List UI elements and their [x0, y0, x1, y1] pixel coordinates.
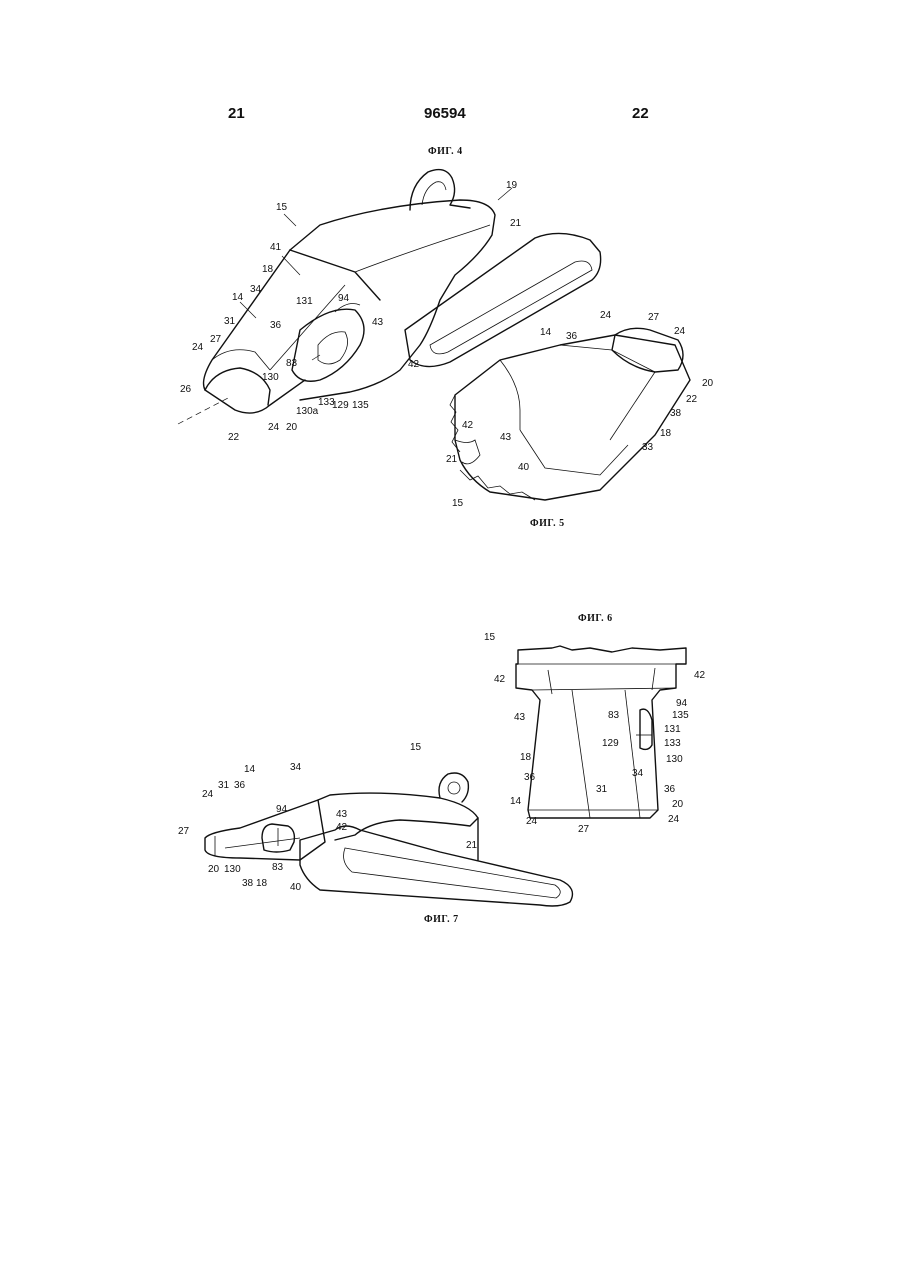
- fig6-label: 18: [520, 752, 532, 763]
- fig7-label: 34: [290, 762, 302, 773]
- fig4-label: 41: [270, 242, 282, 253]
- fig7-label: 42: [336, 822, 348, 833]
- fig7-label: 130: [224, 864, 241, 875]
- fig4-label: 15: [276, 202, 288, 213]
- fig7-label: 83: [272, 862, 284, 873]
- fig7-label: 18: [256, 878, 268, 889]
- fig6-label: 27: [578, 824, 590, 835]
- fig6-label: 83: [608, 710, 620, 721]
- fig5-label: 33: [642, 442, 654, 453]
- fig6-label: 36: [664, 784, 676, 795]
- fig6-label: 20: [672, 799, 684, 810]
- fig4-label: 129: [332, 400, 349, 411]
- fig5-label: 14: [540, 327, 552, 338]
- fig7-label: 31: [218, 780, 230, 791]
- fig7-label: 27: [178, 826, 190, 837]
- fig4-label: 42: [408, 359, 420, 370]
- fig4-label: 135: [352, 400, 369, 411]
- fig5-label: 38: [670, 408, 682, 419]
- fig6-label: 130: [666, 754, 683, 765]
- fig6-label: 24: [526, 816, 538, 827]
- fig4-label: 22: [228, 432, 240, 443]
- fig4-label: 24: [268, 422, 280, 433]
- fig7-label: 15: [410, 742, 422, 753]
- fig7-label: 36: [234, 780, 246, 791]
- fig5-label: 43: [500, 432, 512, 443]
- fig7-label: 21: [466, 840, 478, 851]
- fig7-label: 24: [202, 789, 214, 800]
- fig6-label: 34: [632, 768, 644, 779]
- fig4-label: 34: [250, 284, 262, 295]
- fig6-label: 43: [514, 712, 526, 723]
- fig4-label: 18: [262, 264, 274, 275]
- fig4-label: 131: [296, 296, 313, 307]
- fig7-label: 94: [276, 804, 288, 815]
- fig4-label: 94: [338, 293, 350, 304]
- fig6-label: 135: [672, 710, 689, 721]
- fig4-label: 24: [192, 342, 204, 353]
- fig7-label: 43: [336, 809, 348, 820]
- fig7-label: 14: [244, 764, 256, 775]
- fig6-label: 14: [510, 796, 522, 807]
- fig5-label: 36: [566, 331, 578, 342]
- figure-5-labels: 14 36 24 27 24 20 22 38 18 33 42 43 40 2…: [446, 310, 714, 509]
- fig4-label: 14: [232, 292, 244, 303]
- fig4-label: 36: [270, 320, 282, 331]
- fig6-label: 129: [602, 738, 619, 749]
- fig7-label: 38: [242, 878, 254, 889]
- fig4-label: 130: [262, 372, 279, 383]
- fig7-label: 20: [208, 864, 220, 875]
- figure-4-labels: 15 19 21 41 18 34 14 31 27 24 26 22 36 1…: [180, 180, 522, 443]
- fig6-label: 36: [524, 772, 536, 783]
- fig5-label: 21: [446, 454, 458, 465]
- fig6-label: 42: [494, 674, 506, 685]
- fig6-label: 94: [676, 698, 688, 709]
- fig7-label: 40: [290, 882, 302, 893]
- fig5-label: 27: [648, 312, 660, 323]
- fig5-label: 24: [674, 326, 686, 337]
- fig4-label: 21: [510, 218, 522, 229]
- figure-6-labels: 15 42 42 43 94 83 135 131 129 133 18 130…: [484, 632, 706, 835]
- fig5-label: 20: [702, 378, 714, 389]
- fig4-label: 130a: [296, 406, 319, 417]
- fig4-label: 26: [180, 384, 192, 395]
- fig6-label: 133: [664, 738, 681, 749]
- fig4-label: 27: [210, 334, 222, 345]
- fig4-label: 19: [506, 180, 518, 191]
- fig6-label: 131: [664, 724, 681, 735]
- fig4-label: 31: [224, 316, 236, 327]
- fig4-label: 83: [286, 358, 298, 369]
- fig6-label: 24: [668, 814, 680, 825]
- fig6-label: 42: [694, 670, 706, 681]
- fig5-label: 40: [518, 462, 530, 473]
- fig4-label: 43: [372, 317, 384, 328]
- fig5-label: 15: [452, 498, 464, 509]
- figure-7-labels: 15 14 34 31 36 24 94 43 42 27 21 20 130 …: [178, 742, 478, 893]
- fig6-label: 15: [484, 632, 496, 643]
- fig5-label: 42: [462, 420, 474, 431]
- fig6-label: 31: [596, 784, 608, 795]
- fig5-label: 24: [600, 310, 612, 321]
- figure-5-drawing: [450, 328, 690, 500]
- fig5-label: 22: [686, 394, 698, 405]
- fig5-label: 18: [660, 428, 672, 439]
- fig4-label: 20: [286, 422, 298, 433]
